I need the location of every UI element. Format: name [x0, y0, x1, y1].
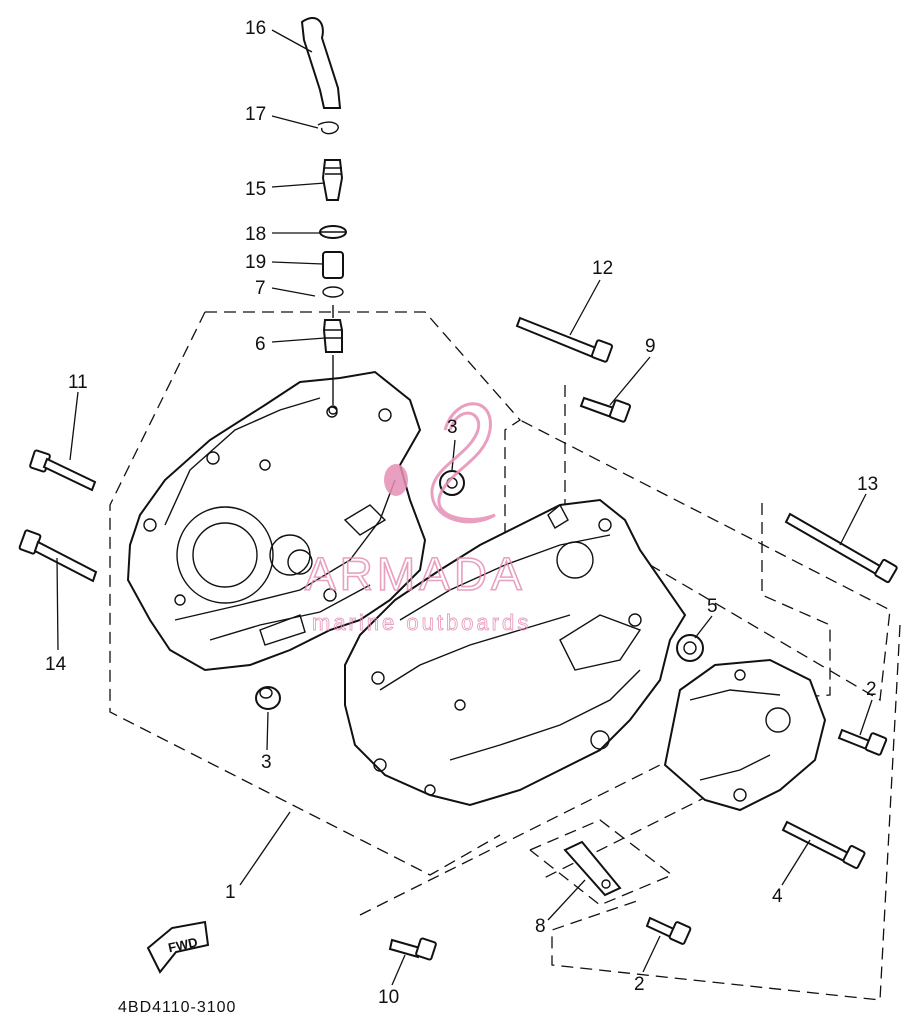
bolt-10	[388, 937, 437, 961]
watermark-brand: ARMADA	[305, 548, 526, 600]
callout-13: 13	[857, 474, 878, 495]
dowel-5	[676, 634, 704, 662]
callout-11: 11	[68, 372, 88, 393]
callout-9: 9	[645, 336, 656, 357]
callout-2-lower: 2	[634, 974, 645, 995]
callout-8: 8	[535, 916, 546, 937]
callout-6: 6	[255, 334, 266, 355]
callout-3-lower: 3	[261, 752, 272, 773]
callout-5: 5	[707, 596, 718, 617]
bolt-12	[515, 316, 614, 363]
callout-15: 15	[245, 179, 266, 200]
callout-16: 16	[245, 18, 266, 39]
bracket-8	[563, 840, 622, 897]
watermark-tagline: marine outboards	[312, 610, 531, 635]
crankcase-cover	[663, 658, 827, 812]
left-crankcase-half	[126, 370, 427, 672]
callout-3-upper: 3	[447, 417, 458, 438]
callout-10: 10	[378, 987, 399, 1008]
callout-14: 14	[45, 654, 67, 675]
callout-19: 19	[245, 252, 266, 273]
callout-12: 12	[592, 258, 613, 279]
callout-17: 17	[245, 104, 266, 125]
fwd-label: FWD	[167, 934, 199, 955]
watermark: ARMADA marine outboards	[304, 402, 531, 635]
bolt-4	[781, 820, 866, 869]
callout-2-upper: 2	[866, 679, 877, 700]
watermark-logo-dot-icon	[384, 464, 408, 496]
callout-labels: 16 17 15 18 19 7 6 11 14 3 3 12 9 13 5 2…	[45, 18, 878, 1008]
callout-4: 4	[772, 886, 783, 907]
dowel-3-lower	[255, 686, 281, 710]
bolt-14	[18, 529, 98, 583]
dowel-3-upper	[439, 470, 465, 496]
diagram-code: 4BD4110-3100	[118, 999, 236, 1016]
bolt-11	[29, 449, 97, 492]
callout-1: 1	[225, 882, 236, 903]
right-crankcase-half	[344, 498, 687, 807]
bolt-13	[784, 512, 898, 584]
breather-hose-stack	[300, 17, 347, 415]
bolt-2-upper	[837, 728, 888, 756]
callout-18: 18	[245, 224, 266, 245]
bolt-2-lower	[645, 916, 692, 945]
fwd-arrow: FWD	[146, 920, 210, 974]
bolt-9	[579, 396, 632, 423]
watermark-logo-icon	[430, 402, 496, 524]
callout-7: 7	[255, 278, 266, 299]
leader-lines	[56, 29, 873, 986]
